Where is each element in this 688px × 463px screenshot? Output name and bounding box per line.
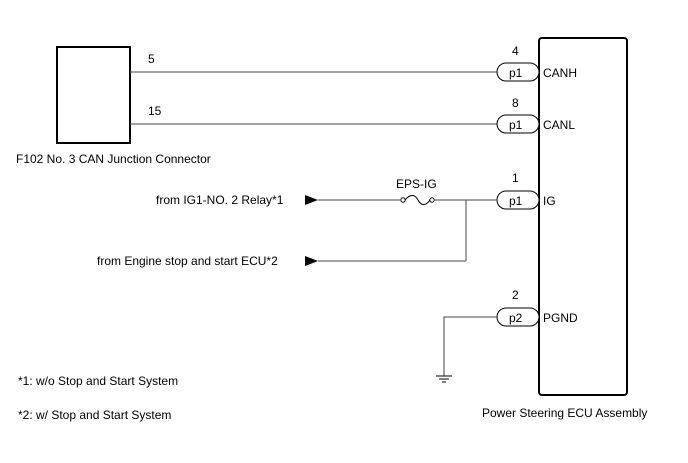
terminal-connector: p1: [509, 118, 523, 132]
fuse-label: EPS-IG: [396, 177, 437, 191]
terminal-connector: p1: [509, 66, 523, 80]
junction-pin-canl: 15: [148, 104, 162, 118]
ecu-label: Power Steering ECU Assembly: [482, 406, 647, 420]
terminal-pin: 2: [512, 288, 519, 302]
note-2: *2: w/ Stop and Start System: [18, 408, 171, 422]
note-1: *1: w/o Stop and Start System: [18, 374, 178, 388]
pgnd-wire: [443, 316, 497, 376]
fuse-icon: [400, 195, 435, 205]
ground-icon: [436, 375, 452, 383]
terminal-pin: 4: [512, 44, 519, 58]
connector-pill: [496, 62, 540, 82]
terminal-connector: p1: [509, 194, 523, 208]
source-ig1-relay: from IG1-NO. 2 Relay*1: [156, 193, 284, 207]
arrow-right-icon: [305, 256, 318, 266]
junction-connector-box: [56, 46, 131, 144]
junction-connector-label: F102 No. 3 CAN Junction Connector: [16, 152, 211, 166]
terminal-pin: 1: [512, 171, 519, 185]
junction-pin-canh: 5: [148, 52, 155, 66]
terminal-connector: p2: [509, 311, 523, 325]
terminal-canh: 4 p1 CANH: [496, 44, 577, 82]
terminal-canl: 8 p1 CANL: [496, 96, 575, 134]
ecu-box: [538, 37, 628, 396]
terminal-pgnd: 2 p2 PGND: [496, 288, 578, 327]
connector-pill: [496, 114, 540, 134]
arrow-right-icon: [305, 195, 318, 205]
terminal-pin: 8: [512, 96, 519, 110]
terminal-signal: PGND: [543, 311, 578, 325]
source-engine-ecu: from Engine stop and start ECU*2: [97, 254, 278, 268]
terminal-signal: IG: [543, 194, 556, 208]
terminal-signal: CANH: [543, 66, 577, 80]
terminal-signal: CANL: [543, 118, 575, 132]
